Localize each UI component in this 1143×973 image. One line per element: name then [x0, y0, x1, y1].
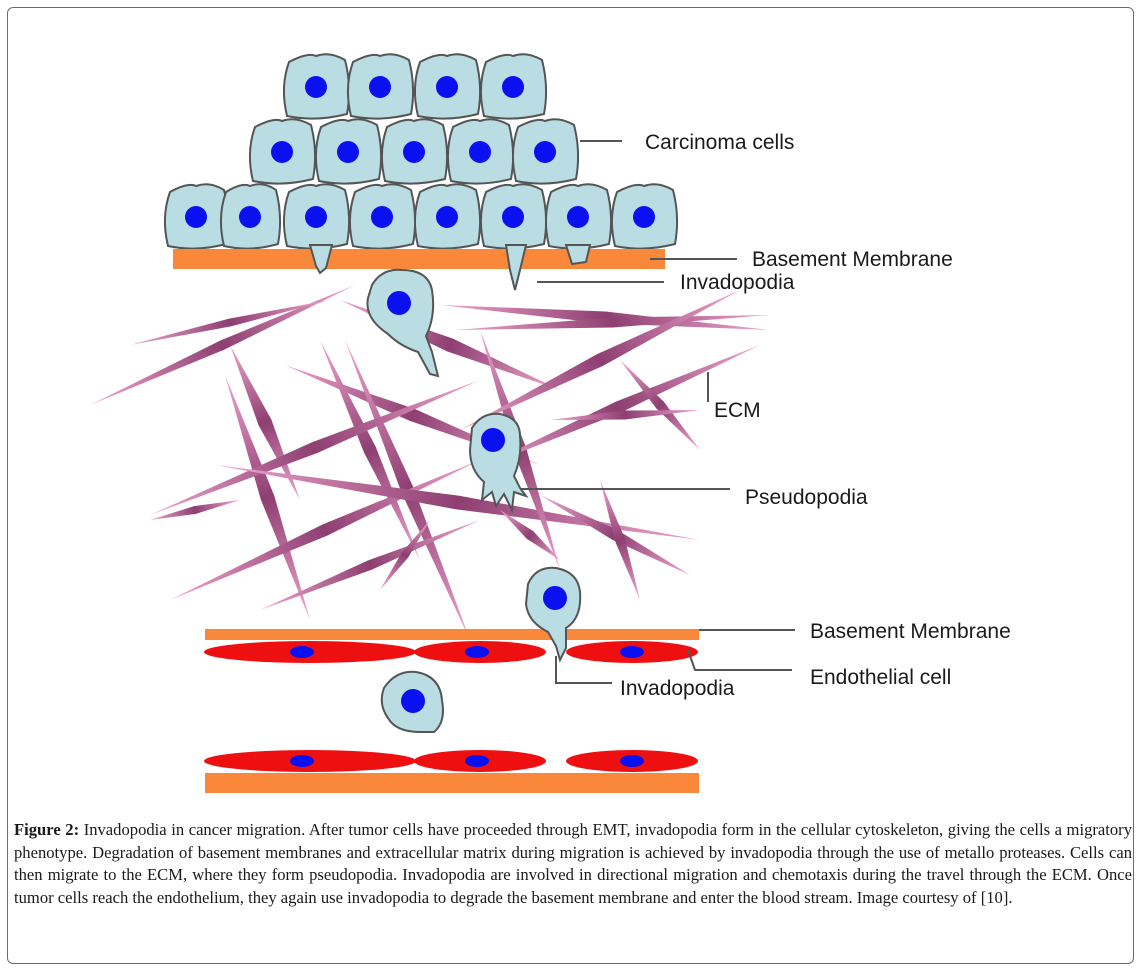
nucleus [469, 141, 491, 163]
endothelial-nucleus [620, 755, 644, 767]
ecm-fiber [500, 510, 560, 560]
endothelial-nucleus [290, 646, 314, 658]
label-endothelial-cell: Endothelial cell [810, 666, 951, 689]
invading-cell [524, 566, 582, 663]
nucleus [371, 206, 393, 228]
nucleus [403, 141, 425, 163]
ecm-fiber [620, 360, 700, 450]
endothelial-nucleus [465, 755, 489, 767]
invadopodia-diagram: Carcinoma cells Basement Membrane Invado… [90, 53, 1011, 793]
nucleus [481, 428, 505, 452]
ecm-fiber [320, 340, 420, 560]
invadopodia-protrusion [504, 244, 528, 291]
nucleus [271, 141, 293, 163]
nucleus [387, 291, 411, 315]
invadopodia-protrusion [564, 244, 592, 266]
ecm-fiber [215, 465, 700, 540]
figure-caption: Figure 2: Invadopodia in cancer migratio… [14, 819, 1132, 909]
ecm-fiber [475, 345, 760, 470]
ecm-fiber [600, 480, 640, 600]
ecm-fiber [225, 375, 310, 620]
caption-figure-label: Figure 2: [14, 820, 80, 839]
nucleus [239, 206, 261, 228]
basement-membrane-lower [205, 773, 699, 793]
label-pseudopodia: Pseudopodia [745, 486, 868, 509]
ecm-fiber [150, 380, 480, 515]
label-invadopodia-top: Invadopodia [680, 271, 795, 294]
carcinoma-cells [164, 53, 679, 250]
ecm-fiber [90, 285, 355, 405]
nucleus [337, 141, 359, 163]
basement-membrane-bottom [205, 629, 699, 640]
ecm-fiber [130, 300, 330, 345]
migrating-cell [366, 268, 440, 378]
nucleus [401, 689, 425, 713]
label-basement-membrane-top: Basement Membrane [752, 248, 953, 271]
label-carcinoma-cells: Carcinoma cells [645, 131, 794, 154]
nucleus [305, 76, 327, 98]
nucleus [502, 76, 524, 98]
nucleus [436, 76, 458, 98]
nucleus [567, 206, 589, 228]
invadopodia-protrusion [308, 244, 334, 275]
endothelial-nucleus [620, 646, 644, 658]
caption-text: Invadopodia in cancer migration. After t… [14, 820, 1132, 907]
label-ecm: ECM [714, 399, 761, 422]
ecm-fiber [150, 500, 240, 520]
basement-membrane-top [173, 249, 665, 269]
nucleus [369, 76, 391, 98]
leader-lines [520, 140, 795, 684]
ecm-fiber [455, 315, 770, 330]
nucleus [534, 141, 556, 163]
nucleus [185, 206, 207, 228]
ecm-fiber [380, 520, 430, 590]
endothelial-nucleus [465, 646, 489, 658]
pseudopodia-cell [468, 412, 529, 514]
ecm-fibers [90, 285, 770, 640]
ecm-fiber [550, 410, 700, 420]
endothelial-nucleus [290, 755, 314, 767]
ecm-fiber [440, 305, 770, 330]
nucleus [502, 206, 524, 228]
nucleus [633, 206, 655, 228]
ecm-fiber [260, 520, 480, 610]
ecm-fiber [460, 290, 740, 430]
label-invadopodia-bottom: Invadopodia [620, 677, 735, 700]
label-basement-membrane-bottom: Basement Membrane [810, 620, 1011, 643]
nucleus [436, 206, 458, 228]
nucleus [305, 206, 327, 228]
nucleus [543, 586, 567, 610]
